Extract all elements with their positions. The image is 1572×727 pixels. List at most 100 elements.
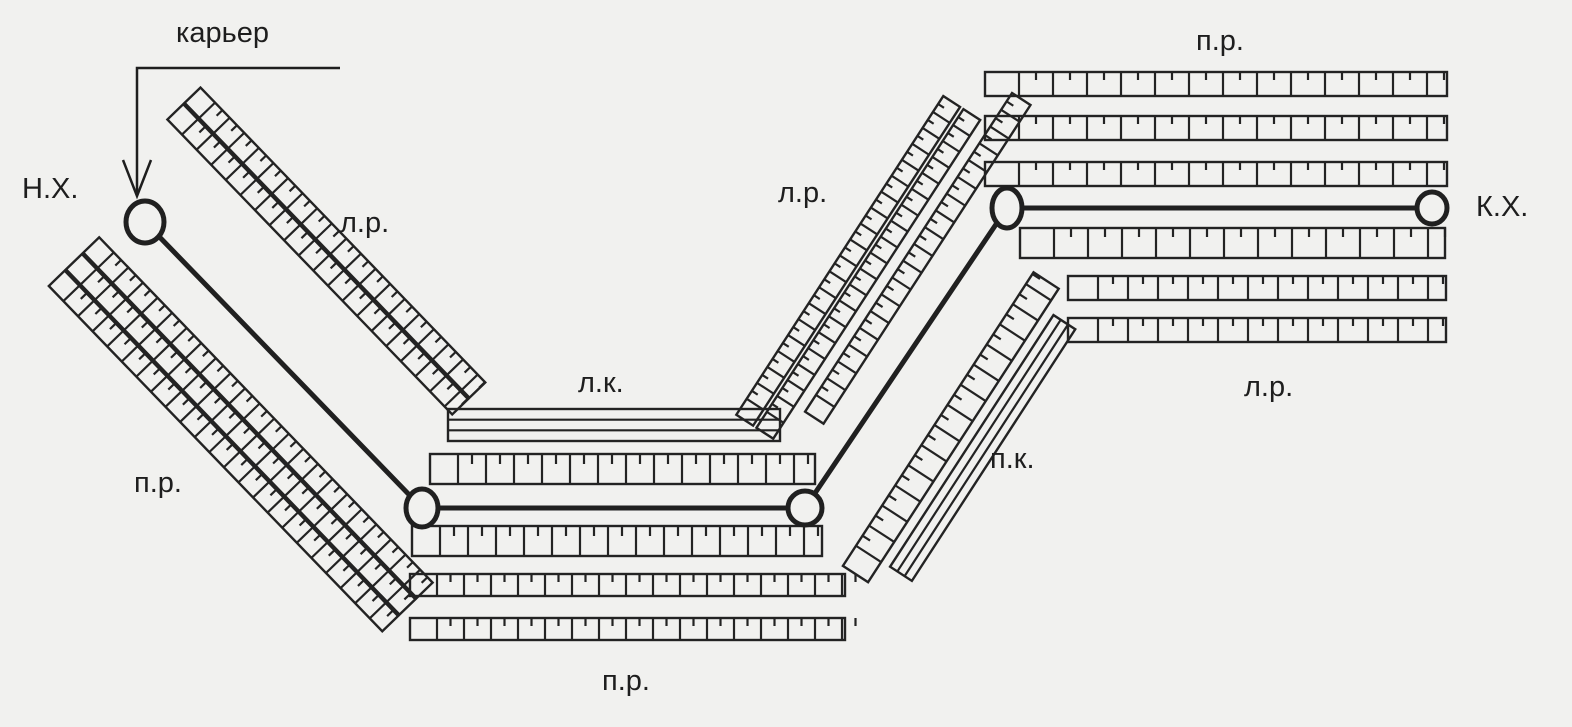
row-cell-divider — [901, 158, 920, 172]
row-tick — [823, 278, 831, 285]
row-tick — [792, 371, 800, 377]
row-tick — [301, 487, 309, 495]
row-cell-divider — [461, 373, 479, 391]
row-tick — [886, 284, 895, 292]
row-cell-divider — [138, 328, 156, 346]
row-tick — [434, 335, 442, 344]
row-tick — [802, 355, 810, 361]
row-tick — [242, 171, 250, 179]
row-group-diagonal-right-left-rows — [734, 91, 1033, 441]
row-tick — [359, 547, 368, 555]
row-cell-divider — [325, 556, 343, 574]
row-cell-divider — [315, 478, 334, 496]
row-cell-divider — [358, 268, 377, 285]
row-tick — [1018, 293, 1028, 300]
row-tick — [854, 230, 862, 237]
row-tick — [888, 494, 897, 502]
row-tick — [225, 443, 234, 451]
row-tick — [853, 335, 862, 342]
row-cell-divider — [196, 389, 214, 407]
row-tick — [885, 227, 893, 234]
row-cell-divider — [837, 360, 857, 375]
row-tick — [94, 307, 102, 315]
row-tick — [812, 339, 820, 345]
row-tick — [802, 310, 811, 316]
row-group-top-right-below — [1018, 226, 1448, 344]
row-tick — [97, 275, 105, 284]
row-cell-divider — [431, 343, 450, 361]
row-tick — [1031, 273, 1041, 280]
row-cell-divider — [296, 526, 314, 544]
row-cell-divider — [935, 209, 955, 224]
row-tick — [345, 532, 353, 540]
row-cell-divider — [237, 466, 256, 484]
row-cell-divider — [271, 177, 289, 195]
row-tick — [843, 291, 851, 298]
row-tick — [371, 594, 380, 602]
row-tick — [833, 307, 841, 314]
row-cell-divider — [868, 524, 895, 543]
end-node-label: К.Х. — [1476, 191, 1528, 223]
row-cell-divider — [826, 377, 846, 392]
row-cell-divider — [126, 281, 144, 299]
row-cell-divider — [766, 410, 785, 424]
row-cell-divider — [388, 298, 406, 316]
row-tick — [914, 454, 923, 461]
row-cell-divider — [94, 283, 112, 301]
row-cell-divider — [210, 148, 228, 166]
row-tick — [342, 564, 350, 572]
row-tick — [940, 201, 949, 208]
row-tick — [357, 579, 365, 587]
row-tick — [781, 387, 789, 393]
row-tick — [298, 519, 307, 527]
row-cell-divider — [870, 206, 889, 220]
row-cell-divider — [208, 436, 226, 453]
row-cell-divider — [106, 330, 124, 348]
row-tick — [391, 546, 399, 554]
right-rows-label-top: п.р. — [1196, 25, 1244, 57]
row-cell-divider — [286, 448, 305, 465]
row-cell-divider — [880, 235, 899, 249]
row-tick — [761, 373, 769, 380]
start-node-label: Н.Х. — [22, 173, 78, 205]
row-cell-divider — [429, 375, 447, 393]
row-tick — [374, 562, 382, 571]
row-cell-divider — [921, 126, 940, 140]
row-tick — [216, 364, 224, 373]
row-tick — [286, 472, 295, 480]
row-cell-divider — [312, 254, 330, 272]
row-cell-divider — [213, 116, 231, 134]
row-cell-divider — [62, 285, 81, 302]
row-cell-divider — [400, 345, 418, 362]
row-tick — [202, 349, 210, 357]
row-cell-divider — [97, 251, 115, 269]
row-cell-divider — [894, 484, 921, 503]
row-tick — [927, 434, 937, 441]
row-tick — [172, 319, 181, 327]
row-cell-divider — [385, 330, 403, 347]
row-cell-divider — [900, 203, 919, 217]
row-tick — [284, 504, 292, 512]
row-cell-divider — [268, 209, 287, 227]
row-cell-divider — [356, 299, 374, 317]
row-cell-divider — [924, 226, 944, 241]
row-tick — [359, 292, 367, 300]
row-tick — [260, 410, 268, 418]
row-tick — [211, 428, 219, 436]
quarry-label: карьер — [176, 17, 269, 49]
row-tick — [213, 396, 222, 404]
row-cell-divider — [931, 155, 950, 169]
row-tick — [417, 352, 425, 360]
row-cell-divider — [135, 360, 153, 378]
row-cell-divider — [223, 451, 241, 469]
row-tick — [951, 184, 960, 191]
row-cell-divider — [946, 192, 966, 207]
right-rows-label-bottom: п.р. — [602, 665, 650, 697]
row-cell-divider — [77, 300, 95, 317]
row-tick — [318, 470, 327, 478]
row-cell-divider — [359, 523, 378, 541]
row-cell-divider — [150, 375, 168, 393]
row-tick — [329, 262, 338, 270]
row-cell-divider — [849, 238, 868, 252]
row-cell-divider — [815, 393, 836, 408]
